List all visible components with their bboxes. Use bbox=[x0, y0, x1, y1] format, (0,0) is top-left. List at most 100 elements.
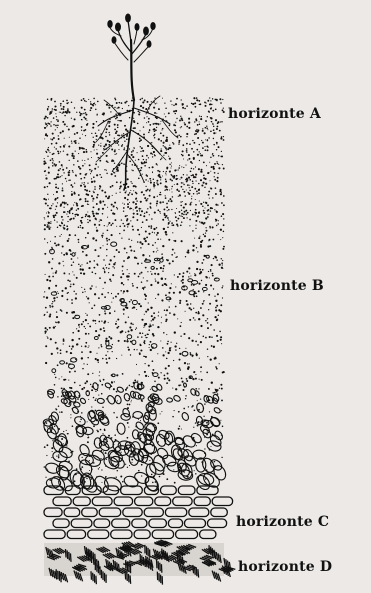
soil-grain bbox=[98, 362, 99, 363]
soil-grain bbox=[103, 451, 104, 452]
soil-grain bbox=[202, 463, 203, 464]
soil-grain bbox=[130, 329, 132, 331]
soil-grain bbox=[69, 212, 71, 214]
soil-grain bbox=[179, 302, 181, 304]
soil-grain bbox=[44, 429, 46, 431]
soil-grain bbox=[206, 422, 208, 424]
soil-grain bbox=[45, 307, 47, 309]
soil-grain bbox=[89, 169, 91, 171]
soil-grain bbox=[104, 204, 106, 206]
soil-grain bbox=[184, 195, 186, 197]
soil-grain bbox=[59, 378, 60, 379]
soil-grain bbox=[74, 191, 76, 193]
soil-grain bbox=[56, 212, 58, 214]
soil-grain bbox=[61, 234, 62, 235]
soil-grain bbox=[160, 413, 161, 414]
soil-grain bbox=[181, 221, 183, 223]
soil-grain bbox=[71, 101, 73, 103]
soil-grain bbox=[104, 113, 105, 114]
soil-grain bbox=[194, 274, 196, 276]
soil-grain bbox=[72, 271, 73, 272]
soil-grain bbox=[51, 250, 52, 251]
horizon-c-label: horizonte C bbox=[236, 514, 329, 530]
soil-grain bbox=[123, 230, 125, 232]
soil-grain bbox=[63, 111, 65, 113]
soil-grain bbox=[169, 312, 171, 314]
soil-grain bbox=[47, 427, 48, 428]
soil-grain bbox=[201, 280, 202, 281]
soil-grain bbox=[168, 379, 170, 381]
soil-grain bbox=[117, 135, 118, 136]
soil-grain bbox=[222, 426, 224, 428]
soil-grain bbox=[161, 317, 162, 318]
soil-grain bbox=[106, 104, 108, 106]
soil-grain bbox=[189, 190, 191, 192]
soil-grain bbox=[155, 242, 156, 243]
soil-grain bbox=[208, 388, 210, 390]
soil-grain bbox=[106, 440, 108, 442]
soil-grain bbox=[63, 150, 64, 151]
soil-grain bbox=[153, 151, 155, 153]
soil-grain bbox=[191, 196, 192, 197]
soil-grain bbox=[189, 158, 191, 160]
soil-grain bbox=[74, 371, 76, 373]
soil-grain bbox=[140, 344, 142, 346]
soil-grain bbox=[127, 422, 129, 424]
soil-grain bbox=[75, 151, 76, 152]
soil-grain bbox=[127, 206, 129, 208]
soil-grain bbox=[157, 422, 159, 424]
soil-grain bbox=[50, 121, 51, 122]
soil-grain bbox=[170, 347, 171, 348]
soil-grain bbox=[215, 389, 216, 390]
soil-grain bbox=[207, 149, 209, 151]
soil-grain bbox=[179, 273, 181, 275]
soil-grain bbox=[54, 220, 55, 221]
soil-grain bbox=[178, 196, 179, 197]
soil-grain bbox=[145, 295, 147, 297]
soil-grain bbox=[200, 341, 202, 343]
soil-grain bbox=[218, 220, 219, 221]
soil-grain bbox=[150, 307, 152, 309]
soil-grain bbox=[154, 155, 156, 157]
soil-grain bbox=[218, 264, 220, 266]
soil-grain bbox=[99, 185, 101, 187]
soil-grain bbox=[55, 186, 57, 188]
soil-grain bbox=[169, 198, 171, 200]
soil-grain bbox=[69, 219, 71, 221]
soil-grain bbox=[124, 125, 126, 127]
soil-grain bbox=[105, 466, 106, 467]
soil-grain bbox=[102, 233, 103, 234]
soil-grain bbox=[221, 287, 222, 288]
soil-grain bbox=[194, 188, 196, 190]
soil-grain bbox=[81, 126, 83, 128]
soil-grain bbox=[211, 121, 213, 123]
soil-grain bbox=[69, 371, 71, 373]
soil-grain bbox=[198, 318, 200, 320]
soil-grain bbox=[141, 263, 142, 264]
soil-grain bbox=[165, 197, 167, 199]
soil-grain bbox=[54, 384, 56, 386]
soil-grain bbox=[141, 272, 143, 274]
soil-grain bbox=[148, 243, 150, 245]
soil-grain bbox=[139, 210, 140, 211]
soil-grain bbox=[210, 210, 211, 211]
soil-grain bbox=[108, 105, 110, 107]
soil-grain bbox=[66, 167, 68, 169]
soil-grain bbox=[82, 269, 84, 271]
soil-grain bbox=[119, 460, 120, 461]
soil-grain bbox=[98, 166, 99, 167]
soil-grain bbox=[62, 183, 63, 184]
soil-grain bbox=[202, 128, 203, 129]
soil-grain bbox=[76, 210, 77, 211]
soil-grain bbox=[81, 107, 83, 109]
soil-grain bbox=[96, 398, 97, 399]
soil-grain bbox=[128, 317, 129, 318]
soil-grain bbox=[140, 105, 142, 107]
soil-grain bbox=[219, 388, 220, 389]
soil-grain bbox=[141, 162, 143, 164]
soil-grain bbox=[87, 201, 89, 203]
soil-grain bbox=[152, 482, 154, 484]
soil-grain bbox=[123, 211, 124, 212]
soil-grain bbox=[127, 404, 129, 406]
soil-grain bbox=[169, 306, 170, 307]
